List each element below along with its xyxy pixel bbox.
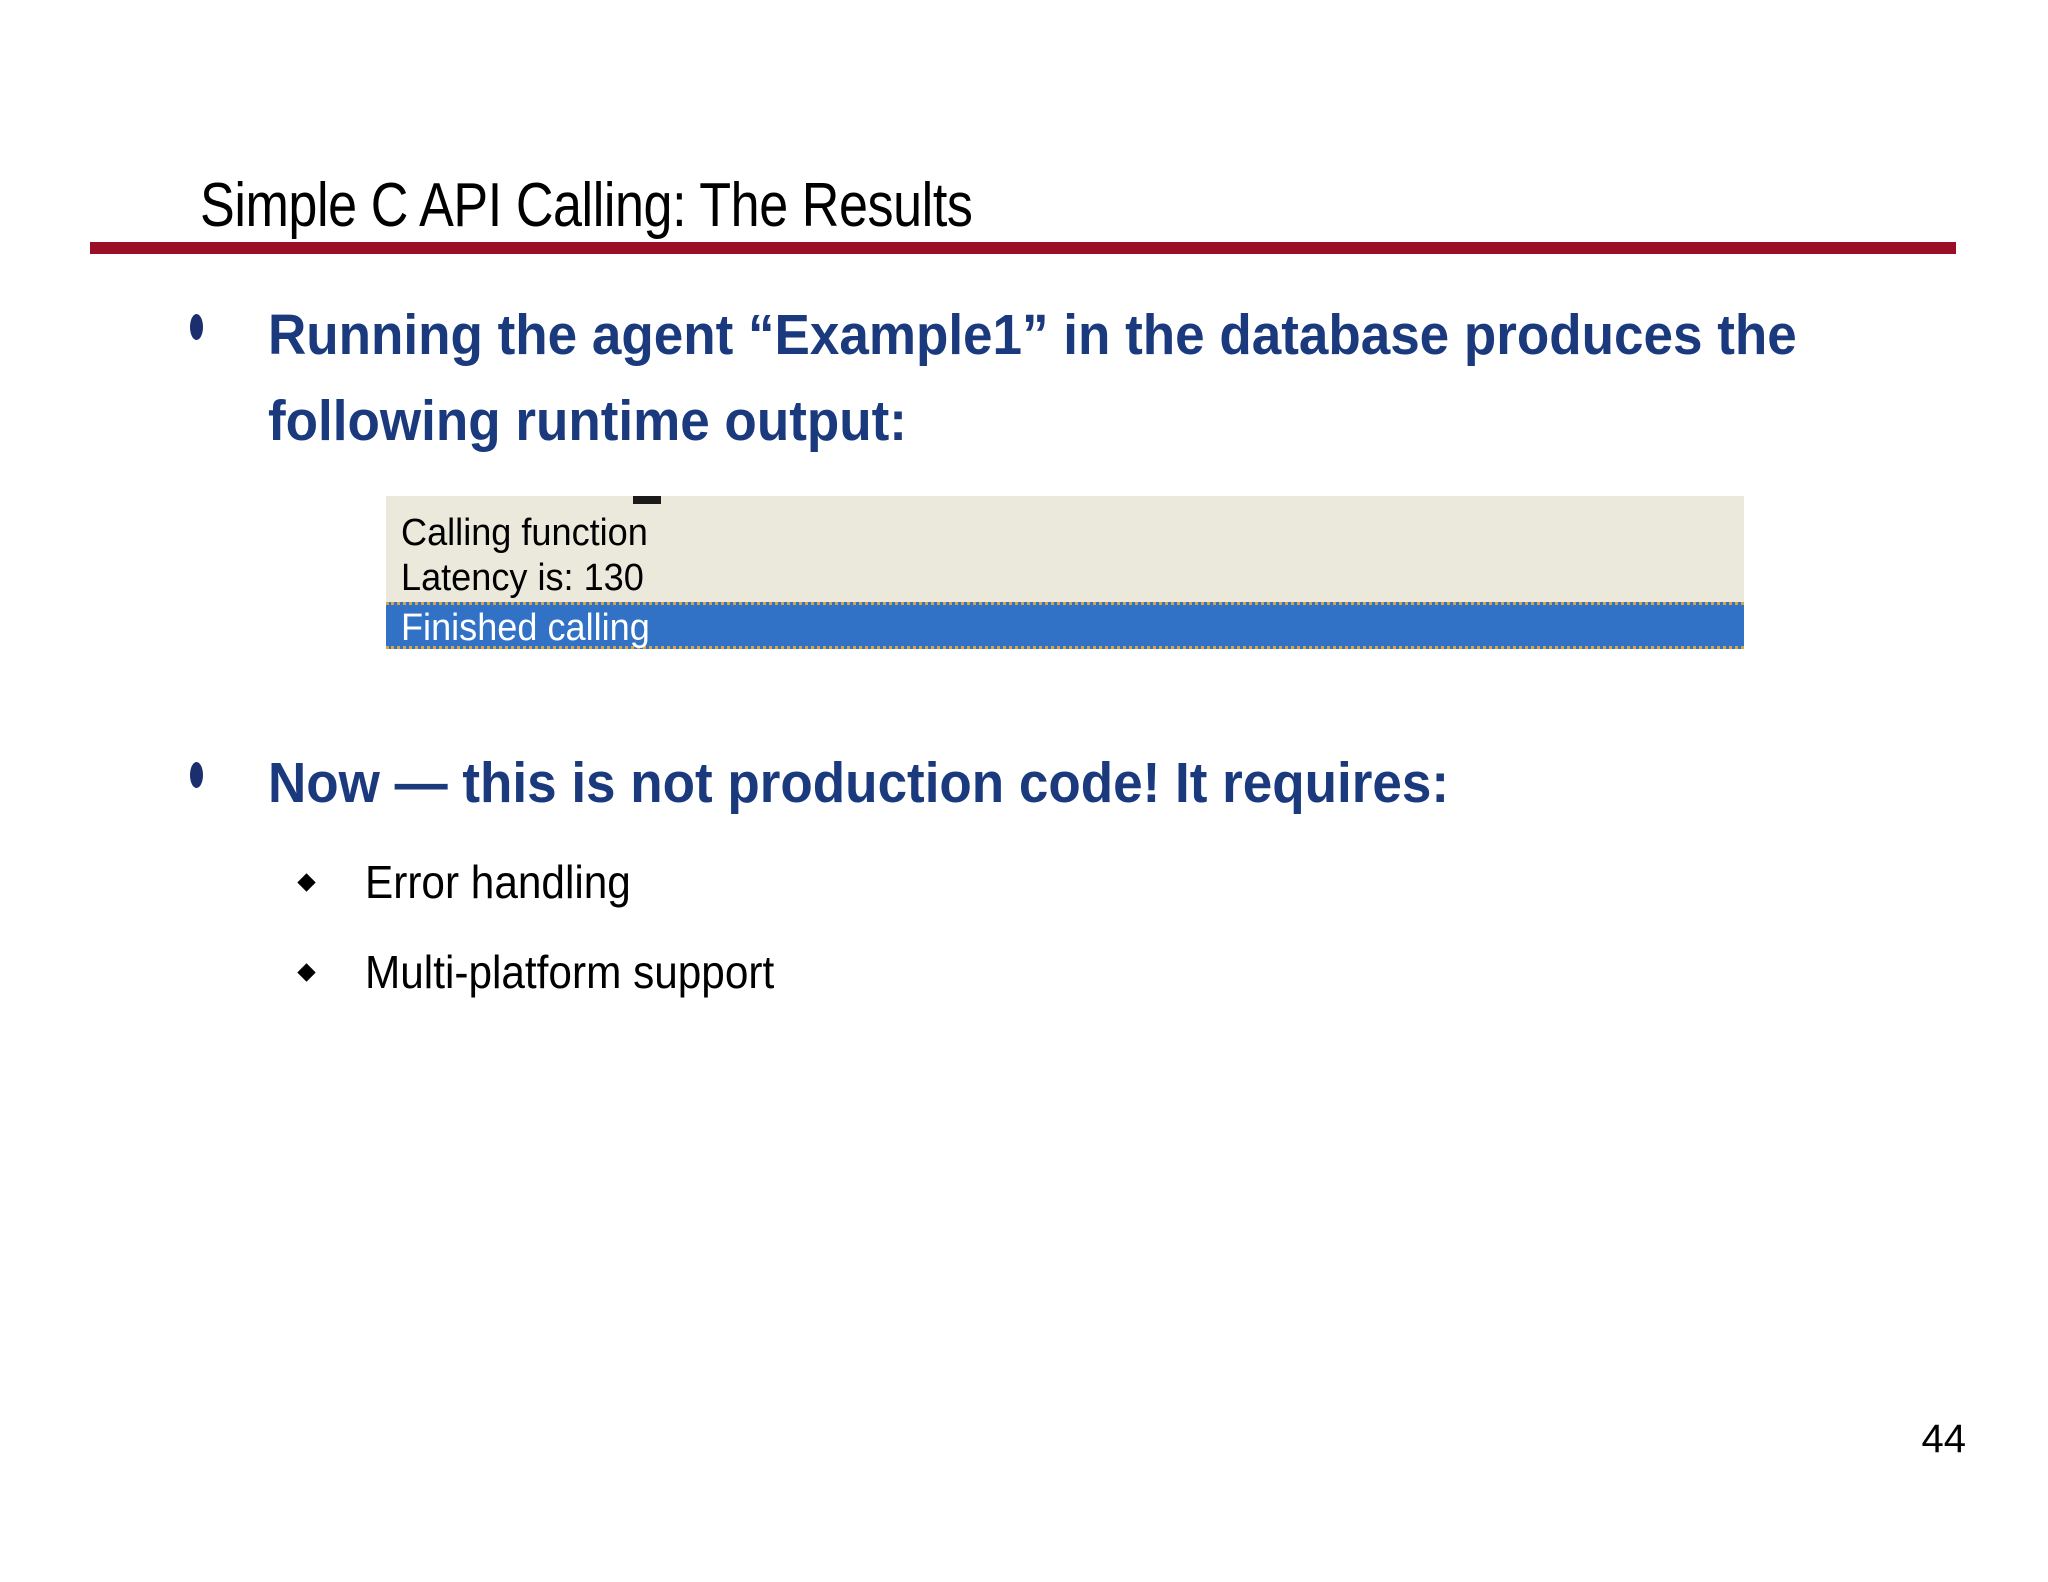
sub-bullet-text-2: Multi-platform support [365,946,775,998]
console-line-selected-row[interactable]: Finished calling [386,602,1744,649]
diamond-bullet-icon [297,873,316,892]
bullet-text-2: Now — this is not production code! It re… [268,751,1449,815]
console-line-finished-calling: Finished calling [401,607,650,649]
clipped-text-artifact [633,496,661,504]
diamond-bullet-icon [297,963,316,982]
bullet-marker-icon [190,762,203,788]
console-line-latency: Latency is: 130 [401,557,644,599]
bullet-text-1: Running the agent “Example1” in the data… [268,303,1797,453]
sub-bullet-item-2: Multi-platform support [297,938,1900,1010]
bullet-marker-icon [190,314,203,340]
page-title: Simple C API Calling: The Results [200,170,973,240]
console-line-calling-function: Calling function [401,512,648,554]
sub-bullet-text-1: Error handling [365,856,631,908]
page-number: 44 [1921,1417,1967,1461]
sub-bullet-item-1: Error handling [297,848,1900,920]
console-output-screenshot: Calling function Latency is: 130 Finishe… [386,496,1744,649]
title-divider-rule [90,242,1956,254]
